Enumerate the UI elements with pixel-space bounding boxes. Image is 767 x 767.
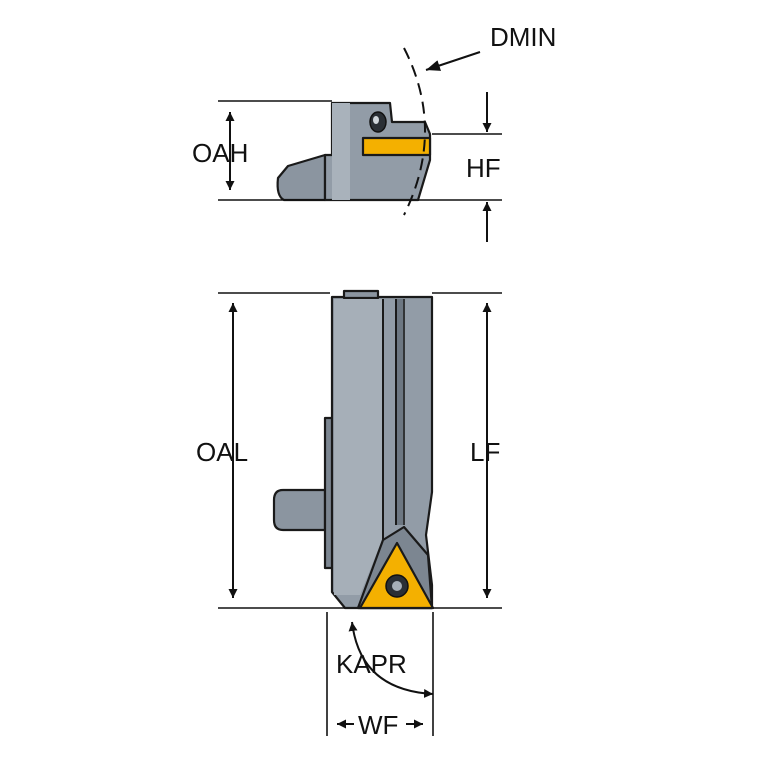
side-view-face-light [334, 299, 382, 595]
side-view [272, 289, 435, 610]
label-kapr: KAPR [336, 649, 407, 679]
top-view-shank [276, 153, 327, 202]
label-lf: LF [470, 437, 500, 467]
clamp-screw-highlight [373, 116, 379, 124]
side-view-groove-dark [397, 299, 403, 525]
label-hf: HF [466, 153, 501, 183]
label-wf: WF [358, 710, 398, 740]
insert-screw-inner [392, 581, 402, 591]
label-wf-background [354, 706, 406, 738]
label-oah: OAH [192, 138, 248, 168]
top-view-body-shade [332, 103, 350, 200]
top-view [276, 47, 432, 216]
top-view-insert [361, 136, 432, 157]
top-view-dimensions [218, 51, 502, 242]
side-view-dimensions [218, 292, 502, 736]
dmin-arc [403, 47, 426, 216]
label-oal: OAL [196, 437, 248, 467]
side-view-shank [272, 488, 327, 532]
side-view-top-tab [342, 289, 380, 300]
label-dmin: DMIN [490, 22, 556, 52]
